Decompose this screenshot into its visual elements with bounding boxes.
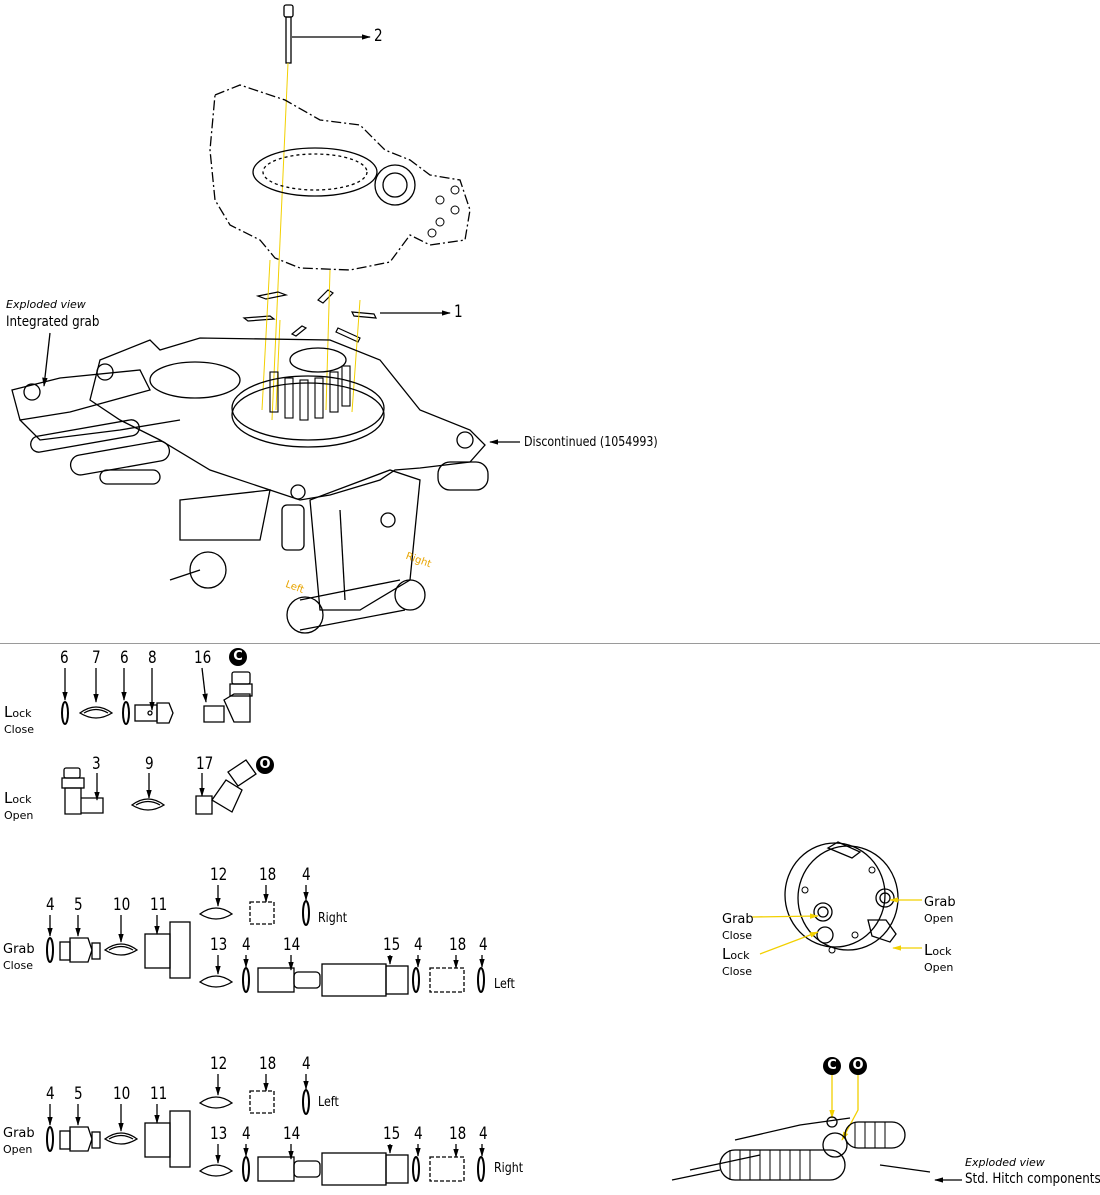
side-label-left: Left — [494, 977, 515, 992]
callout-5: 5 — [74, 895, 83, 915]
side-label-left: Left — [318, 1095, 339, 1110]
callout-5: 5 — [74, 1084, 83, 1104]
callout-4: 4 — [302, 865, 311, 885]
callout-6: 6 — [120, 648, 129, 668]
std-hitch-drawing — [671, 1075, 962, 1183]
callout-13: 13 — [210, 935, 228, 955]
side-label-right: Right — [494, 1161, 524, 1176]
callout-17: 17 — [196, 754, 214, 774]
leader-integrated-grab — [42, 332, 51, 387]
integrated-grab-title: Integrated grab — [6, 314, 100, 330]
callout-4: 4 — [46, 1084, 55, 1104]
callout-4: 4 — [242, 935, 251, 955]
lock-open-parts — [61, 759, 257, 815]
callout-16: 16 — [194, 648, 212, 668]
callout-4: 4 — [242, 1124, 251, 1144]
hitch-close-badge: C — [823, 1057, 841, 1075]
callout-9: 9 — [145, 754, 154, 774]
callout-18: 18 — [259, 1054, 277, 1074]
callout-15: 15 — [383, 1124, 401, 1144]
callout-12: 12 — [210, 1054, 228, 1074]
callout-4: 4 — [479, 935, 488, 955]
callout-18: 18 — [449, 935, 467, 955]
callout-18: 18 — [259, 865, 277, 885]
callout-11: 11 — [150, 895, 168, 915]
callout-15: 15 — [383, 935, 401, 955]
callout-2: 2 — [374, 26, 383, 46]
open-port-badge: O — [256, 756, 274, 774]
callout-4: 4 — [414, 935, 423, 955]
grab-close-parts — [46, 885, 485, 997]
lock-close-parts — [61, 667, 253, 725]
callout-4: 4 — [46, 895, 55, 915]
callout-12: 12 — [210, 865, 228, 885]
std-hitch-title: Std. Hitch components — [965, 1171, 1100, 1187]
exploded-view-caption: Exploded view — [6, 298, 86, 311]
callout-10: 10 — [113, 1084, 131, 1104]
callout-4: 4 — [302, 1054, 311, 1074]
hitch-open-badge: O — [849, 1057, 867, 1075]
callout-14: 14 — [283, 935, 301, 955]
callout-4: 4 — [414, 1124, 423, 1144]
callout-18: 18 — [449, 1124, 467, 1144]
callout-4: 4 — [479, 1124, 488, 1144]
discontinued-label: Discontinued (1054993) — [524, 435, 658, 450]
side-label-right: Right — [318, 911, 348, 926]
callout-7: 7 — [92, 648, 101, 668]
callout-8: 8 — [148, 648, 157, 668]
section-divider — [0, 643, 1100, 644]
callout-14: 14 — [283, 1124, 301, 1144]
callout-13: 13 — [210, 1124, 228, 1144]
hitch-exploded-caption: Exploded view — [965, 1156, 1045, 1169]
callout-1: 1 — [454, 302, 463, 322]
callout-11: 11 — [150, 1084, 168, 1104]
integrated-grab-drawing — [11, 4, 520, 634]
callout-3: 3 — [92, 754, 101, 774]
callout-10: 10 — [113, 895, 131, 915]
callout-6: 6 — [60, 648, 69, 668]
port-view-drawing — [751, 841, 922, 955]
close-port-badge: C — [229, 648, 247, 666]
